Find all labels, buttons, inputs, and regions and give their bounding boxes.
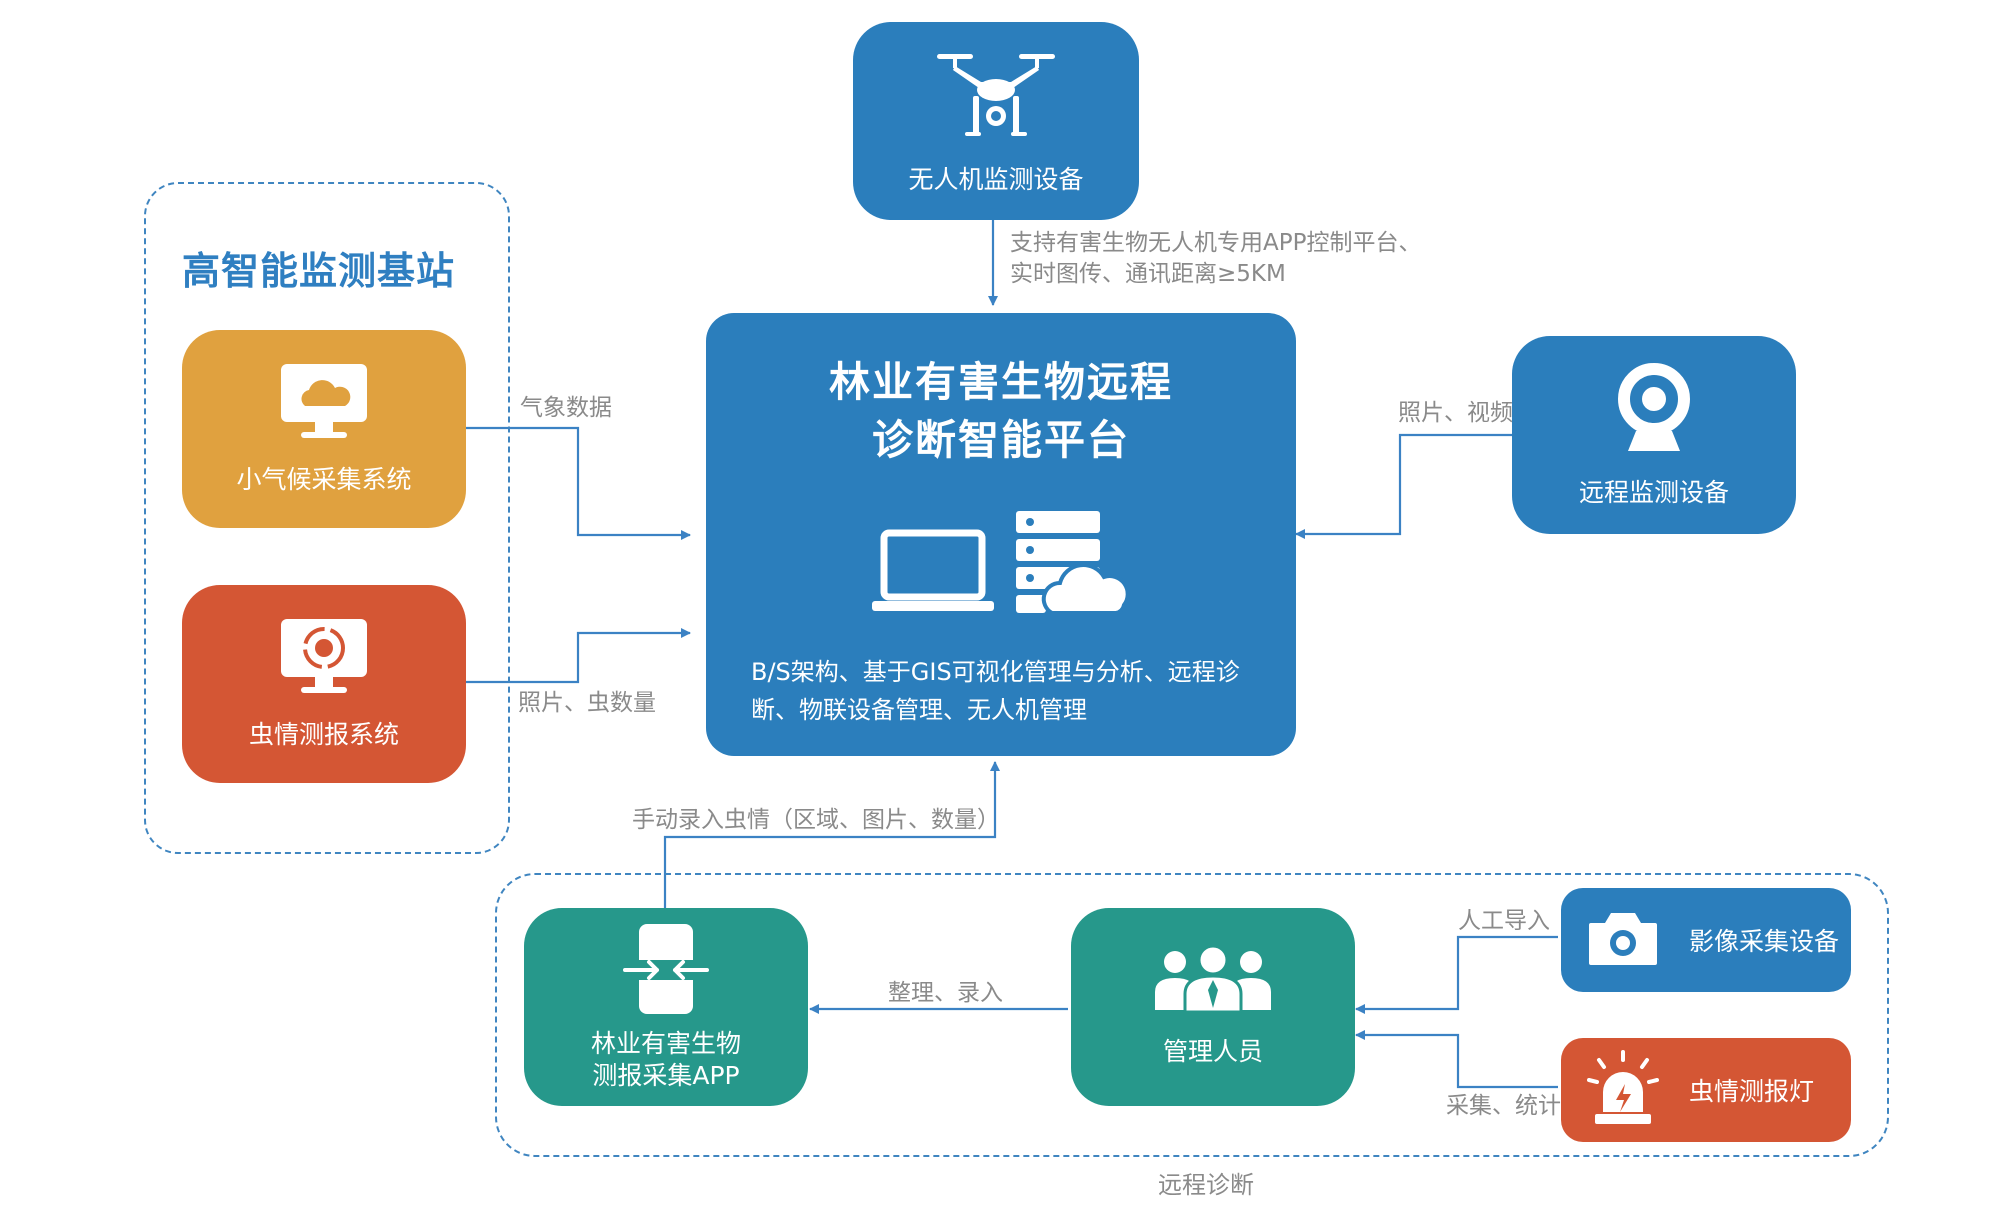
- platform-title: 林业有害生物远程 诊断智能平台: [829, 353, 1173, 469]
- microclimate-edge-note: 气象数据: [520, 395, 612, 421]
- pest-forecast-card[interactable]: 虫情测报系统: [182, 585, 466, 783]
- camera-icon: [1587, 909, 1659, 971]
- drone-edge-note-1: 支持有害生物无人机专用APP控制平台、: [1010, 230, 1422, 256]
- edge-image-manager: [1355, 935, 1558, 1014]
- microclimate-card[interactable]: 小气候采集系统: [182, 330, 466, 528]
- app-card[interactable]: 林业有害生物 测报采集APP: [524, 908, 808, 1106]
- base-station-title: 高智能监测基站: [182, 249, 456, 293]
- microclimate-label: 小气候采集系统: [236, 465, 412, 494]
- remote-monitor-card[interactable]: 远程监测设备: [1512, 336, 1796, 534]
- laptop-icon: [870, 529, 996, 619]
- manager-card[interactable]: 管理人员: [1071, 908, 1355, 1106]
- platform-title-line-1: 林业有害生物远程: [829, 358, 1173, 406]
- pest-edge-note: 照片、虫数量: [518, 690, 656, 716]
- edge-microclimate-platform: [466, 426, 691, 540]
- app-label: 林业有害生物 测报采集APP: [591, 1028, 741, 1092]
- platform-title-line-2: 诊断智能平台: [872, 416, 1130, 464]
- monitor-target-icon: [279, 617, 369, 701]
- app-label-line-2: 测报采集APP: [592, 1061, 740, 1090]
- webcam-icon: [1606, 361, 1702, 461]
- drone-edge-note-2: 实时图传、通讯距离≥5KM: [1010, 261, 1286, 287]
- platform-desc-line-2: 断、物联设备管理、无人机管理: [751, 696, 1087, 724]
- edge-remote-platform: [1295, 433, 1512, 539]
- pest-lamp-card[interactable]: 虫情测报灯: [1561, 1038, 1851, 1142]
- drone-monitor-label: 无人机监测设备: [908, 165, 1084, 194]
- remote-edge-note: 照片、视频: [1398, 400, 1513, 426]
- image-edge-note: 人工导入: [1458, 908, 1550, 934]
- drone-monitor-card[interactable]: 无人机监测设备: [853, 22, 1139, 220]
- base-station-group: [144, 182, 510, 854]
- lamp-edge-note: 采集、统计: [1446, 1093, 1561, 1119]
- edge-app-platform: [663, 761, 1000, 908]
- remote-diagnosis-group: [495, 873, 1889, 1157]
- remote-diagnosis-caption: 远程诊断: [1158, 1171, 1254, 1199]
- phone-sync-icon: [621, 922, 711, 1020]
- platform-card[interactable]: 林业有害生物远程 诊断智能平台: [706, 313, 1296, 756]
- people-group-icon: [1151, 944, 1275, 1016]
- drone-icon: [931, 46, 1061, 150]
- pest-forecast-label: 虫情测报系统: [248, 720, 399, 749]
- image-device-label: 影像采集设备: [1689, 927, 1840, 956]
- pest-lamp-label: 虫情测报灯: [1689, 1077, 1815, 1106]
- manager-edge-note: 整理、录入: [888, 980, 1003, 1006]
- app-edge-note: 手动录入虫情（区域、图片、数量）: [632, 807, 1000, 833]
- edge-pest-platform: [466, 628, 691, 684]
- alarm-lamp-icon: [1587, 1050, 1659, 1130]
- platform-description: B/S架构、基于GIS可视化管理与分析、远程诊 断、物联设备管理、无人机管理: [751, 653, 1251, 729]
- app-label-line-1: 林业有害生物: [590, 1029, 741, 1058]
- image-device-card[interactable]: 影像采集设备: [1561, 888, 1851, 992]
- edge-lamp-manager: [1355, 1030, 1558, 1089]
- server-cloud-icon: [1012, 509, 1132, 619]
- platform-icon-row: [870, 509, 1132, 619]
- manager-label: 管理人员: [1162, 1037, 1263, 1066]
- platform-desc-line-1: B/S架构、基于GIS可视化管理与分析、远程诊: [751, 658, 1240, 686]
- remote-monitor-label: 远程监测设备: [1578, 478, 1729, 507]
- monitor-cloud-icon: [279, 362, 369, 446]
